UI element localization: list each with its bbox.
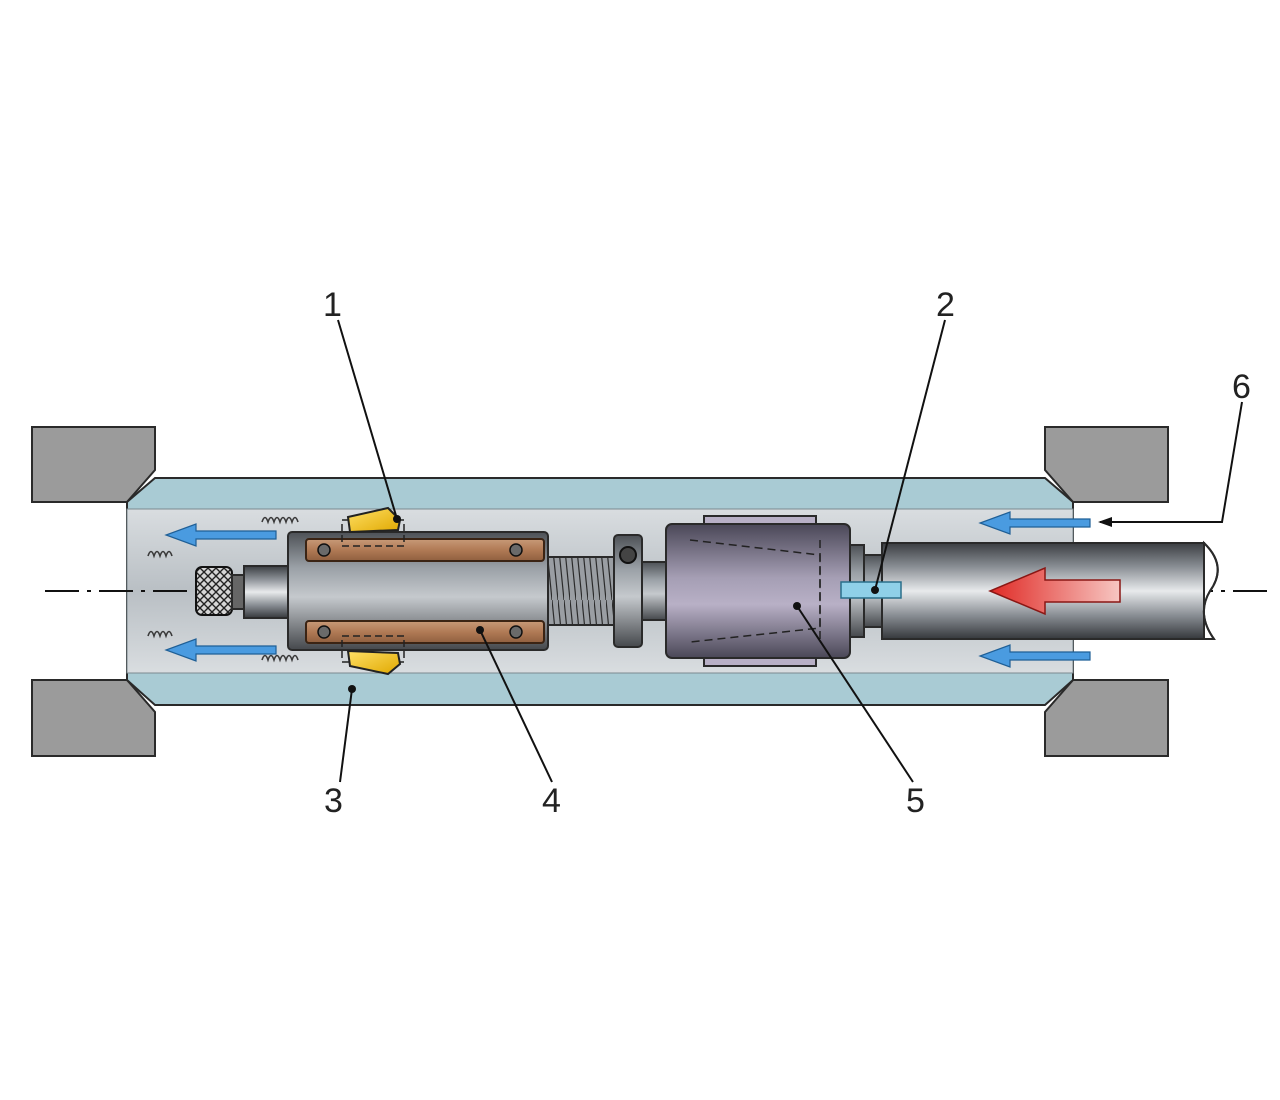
knurled-nut: [195, 566, 233, 616]
callout-2: 2: [936, 286, 955, 324]
coolant-channel: [840, 581, 902, 599]
guide-pad-top: [305, 538, 545, 562]
cutting-insert-top: [341, 506, 405, 547]
guide-pad-bottom: [305, 620, 545, 644]
support-block-right-bottom: [1044, 679, 1169, 757]
callout-4: 4: [542, 782, 561, 820]
callout-1: 1: [323, 286, 342, 324]
callout-6: 6: [1232, 368, 1251, 406]
support-block-left-bottom: [31, 679, 156, 757]
feed-direction-arrow-icon: [988, 566, 1121, 616]
leader-lines: [337, 319, 1243, 783]
support-block-left-top: [31, 426, 156, 503]
cutting-insert-bottom: [341, 635, 405, 676]
chip-curl-icon: [147, 516, 299, 663]
callout-3: 3: [324, 782, 343, 820]
tool-head: [665, 515, 883, 667]
support-block-right-top: [1044, 426, 1169, 503]
coolant-flow-arrow-icon: [164, 511, 1091, 668]
threaded-shank: [547, 534, 667, 648]
callout-5: 5: [906, 782, 925, 820]
